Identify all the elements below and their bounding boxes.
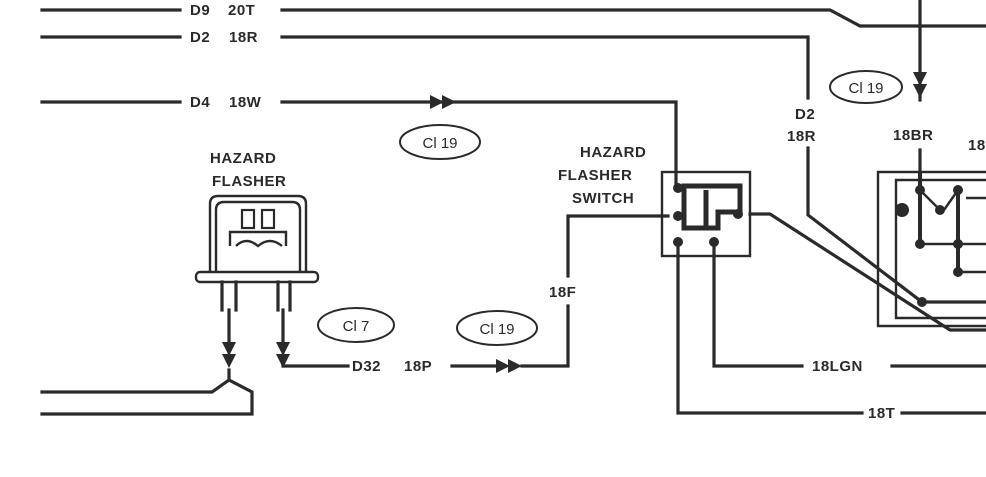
connector-c1-19-mid: Cl 19 xyxy=(399,124,481,160)
wire-18f-gauge-label: 18F xyxy=(549,284,576,301)
wire-d32-circuit-label: D32 xyxy=(352,358,381,375)
wire-switch-output xyxy=(748,212,986,332)
wire-18lgn-gauge-label: 18LGN xyxy=(812,358,863,375)
wire-d4-18w: D4 18W xyxy=(40,94,678,187)
wire-18t-gauge-label: 18T xyxy=(868,405,895,422)
connector-arrow xyxy=(222,342,236,368)
hazard-flasher-switch: HAZARD FLASHER SWITCH xyxy=(558,144,752,258)
wire-18lgn: 18LGN xyxy=(712,246,986,375)
wire-d2-gauge-label: 18R xyxy=(229,29,258,46)
hazard-flasher-switch-label-line2: FLASHER xyxy=(558,167,632,184)
wire-d32-18p: D32 18P xyxy=(276,304,570,375)
connector-label: Cl 19 xyxy=(422,135,457,152)
connector-c1-19-lower: Cl 19 xyxy=(456,310,538,346)
connector-c1-7: Cl 7 xyxy=(317,307,395,343)
hazard-flasher-label-line1: HAZARD xyxy=(210,150,276,167)
wire-d2-right-gauge-label: 18R xyxy=(787,128,816,145)
connector-label: Cl 19 xyxy=(848,80,883,97)
wire-d4-gauge-label: 18W xyxy=(229,94,262,111)
wire-d9-20t: D9 20T xyxy=(40,2,986,28)
hazard-flasher: HAZARD FLASHER xyxy=(194,150,320,312)
wire-d2-circuit-label: D2 xyxy=(190,29,210,46)
hazard-flasher-switch-label-line1: HAZARD xyxy=(580,144,646,161)
wire-d9-gauge-label: 20T xyxy=(228,2,255,19)
connector-arrow xyxy=(913,72,927,98)
hazard-flasher-switch-label-line3: SWITCH xyxy=(572,190,634,207)
wire-18t: 18T xyxy=(676,246,986,422)
wire-18br: 18BR 18 xyxy=(893,0,986,174)
connector-arrow xyxy=(496,359,522,373)
connector-arrow xyxy=(430,95,456,109)
wire-d9-circuit-label: D9 xyxy=(190,2,210,19)
turn-signal-switch-partial xyxy=(876,170,986,328)
wire-flasher-ground xyxy=(40,308,254,416)
connector-c1-19-right: Cl 19 xyxy=(829,70,903,104)
wire-18f: 18F xyxy=(549,214,670,301)
wire-d2-right-circuit-label: D2 xyxy=(795,106,815,123)
hazard-flasher-label-line2: FLASHER xyxy=(212,173,286,190)
connector-arrow xyxy=(276,342,290,368)
connector-label: Cl 19 xyxy=(479,321,514,338)
connector-label: Cl 7 xyxy=(343,318,370,335)
wire-18-cut-label: 18 xyxy=(968,137,986,154)
wire-d32-gauge-label: 18P xyxy=(404,358,432,375)
wire-d4-circuit-label: D4 xyxy=(190,94,210,111)
wire-18br-gauge-label: 18BR xyxy=(893,127,933,144)
wire-d2-18r: D2 18R D2 18R xyxy=(40,29,986,304)
